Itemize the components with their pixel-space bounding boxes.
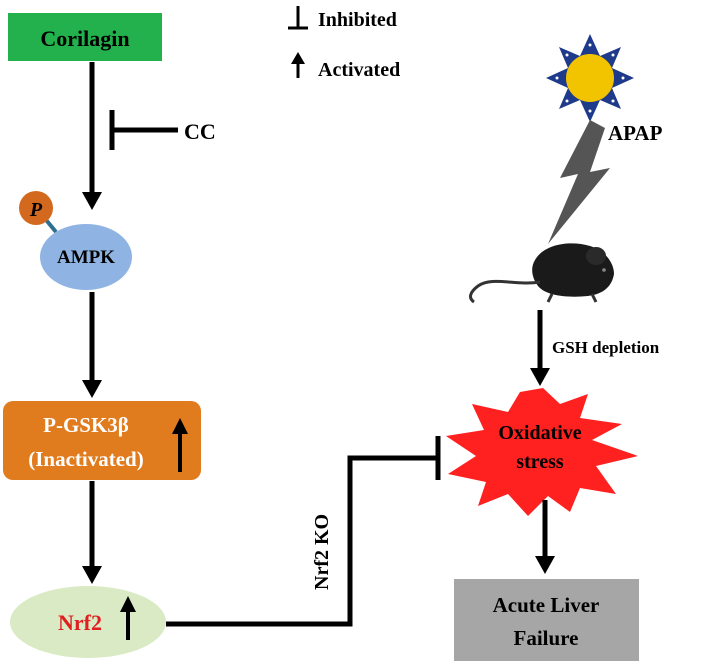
inhibited-legend-symbol [288,6,308,30]
cc-inhibition [109,110,178,150]
activated-legend-symbol [291,52,305,78]
pgsk3b-box [3,401,201,480]
phospho-label: P [29,199,43,221]
cc-label: CC [184,119,216,144]
legend: Inhibited Activated [288,6,400,81]
ampk-ellipse [40,224,132,290]
sun-icon [546,34,634,122]
arrowhead-ampk [82,192,102,210]
legend-activated-label: Activated [318,59,400,81]
arrowhead-oxidative [530,368,550,386]
pgsk3b-label-line1: P-GSK3β [43,413,129,437]
alf-label-line1: Acute Liver [493,593,600,617]
nrf2-up-arrow-icon [120,596,136,640]
mouse-icon [469,243,614,304]
nrf2-inhibition-line [166,436,441,627]
phospho-circle [19,191,53,225]
oxidative-label-line2: stress [516,451,564,473]
alf-label-line2: Failure [514,626,579,650]
arrowhead-nrf2 [82,566,102,584]
oxidative-stress-burst [446,388,638,516]
legend-inhibited-label: Inhibited [318,9,397,31]
pgsk3b-up-arrow-icon [172,418,188,472]
corilagin-box [8,13,162,61]
arrowhead-pgsk3b [82,380,102,398]
corilagin-label: Corilagin [40,26,129,51]
acute-liver-failure-box [454,579,639,661]
ampk-label: AMPK [57,247,115,268]
arrowhead-alf [535,556,555,574]
nrf2-label: Nrf2 [58,610,102,635]
nrf2-ko-label: Nrf2 KO [311,514,333,590]
apap-label: APAP [608,121,663,145]
lightning-bolt-icon [548,120,610,244]
oxidative-label-line1: Oxidative [498,422,581,444]
gsh-depletion-label: GSH depletion [552,338,660,357]
pgsk3b-label-line2: (Inactivated) [28,447,143,471]
